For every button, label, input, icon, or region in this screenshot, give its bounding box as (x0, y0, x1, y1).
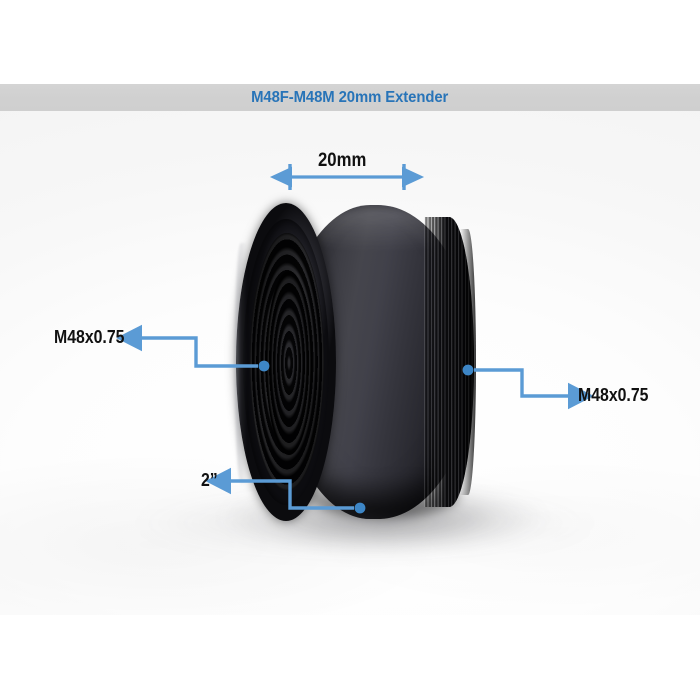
product-photo-stage (0, 111, 700, 615)
left-rim-highlight (235, 243, 247, 483)
top-white-margin (0, 0, 700, 84)
dimension-label-20mm: 20mm (318, 150, 367, 171)
callout-label-barrel-size: 2” (201, 470, 218, 490)
bore-inner-thread-ridges (266, 271, 312, 455)
callout-label-thread-male: M48x0.75 (578, 385, 649, 405)
title-bar: M48F-M48M 20mm Extender (0, 84, 700, 111)
product-extender-ring (235, 203, 476, 521)
page-title: M48F-M48M 20mm Extender (251, 88, 449, 106)
bottom-white-margin (0, 615, 700, 700)
callout-label-thread-female: M48x0.75 (54, 327, 125, 347)
male-thread-edge (460, 229, 476, 495)
